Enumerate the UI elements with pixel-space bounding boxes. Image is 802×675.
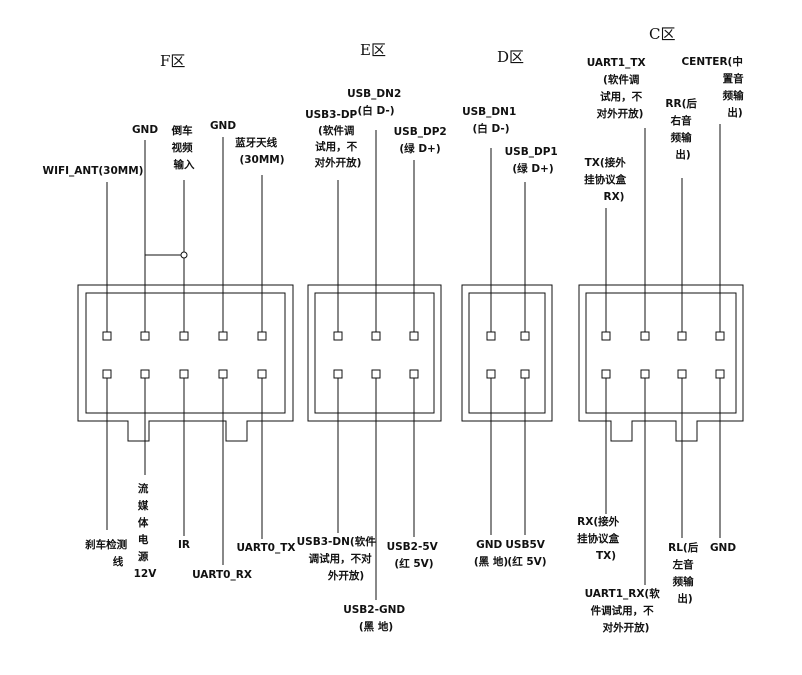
pin-label-e-usb3-dp: USB3-DP (软件调 试用，不 对外开放)	[305, 109, 361, 169]
pin-label-d-gnd: GND (黑 地)	[474, 539, 508, 568]
pin	[409, 369, 419, 379]
pin	[218, 369, 228, 379]
connector-c	[578, 284, 744, 442]
connector-e	[307, 284, 442, 422]
pin-label-f-reverse-video: 倒车 视频 输入	[171, 124, 197, 171]
pin-label-c-rx: RX(接外 挂协议盒 TX)	[577, 515, 623, 562]
pin	[257, 331, 267, 341]
pin-label-f-ir: IR	[178, 539, 190, 551]
pin-label-c-tx: TX(接外 挂协议盒 RX)	[584, 156, 630, 203]
pin-label-c-uart1-tx: UART1_TX (软件调 试用，不 对外开放)	[587, 57, 650, 120]
zone-title-d: D区	[497, 48, 524, 66]
pins-d	[486, 331, 530, 379]
pin	[677, 331, 687, 341]
zone-title-c: C区	[649, 25, 675, 43]
pin-label-f-wifi-ant: WIFI_ANT(30MM)	[42, 165, 143, 177]
pin-label-f-brake-detect: 刹车检测 线	[85, 538, 131, 568]
leader-lines	[106, 124, 721, 600]
connector-f	[77, 284, 294, 442]
pin	[520, 369, 530, 379]
pin	[409, 331, 419, 341]
junction-dot	[180, 251, 188, 259]
pin	[640, 331, 650, 341]
pin-label-e-usb3-dn: USB3-DN(软件 调试用，不对 外开放)	[297, 535, 380, 582]
pins-f	[102, 331, 267, 379]
pin-label-e-usb-dp2: USB_DP2 (绿 D+)	[394, 126, 451, 155]
pin-label-e-usb2-gnd: USB2-GND (黑 地)	[343, 604, 409, 633]
pin-label-c-center: CENTER(中 置音 频输 出)	[681, 55, 747, 119]
pin-label-e-usb2-5v: USB2-5V (红 5V)	[387, 541, 442, 570]
pin-label-c-uart1-rx: UART1_RX(软 件调试用，不 对外开放)	[585, 587, 664, 634]
pin	[333, 331, 343, 341]
pin	[257, 369, 267, 379]
pin-label-d-usb-dp1: USB_DP1 (绿 D+)	[505, 146, 562, 175]
pin-label-c-rl: RL(后 左音 频输 出)	[668, 541, 702, 605]
pin	[715, 369, 725, 379]
pin	[486, 331, 496, 341]
pin	[140, 331, 150, 341]
pin	[371, 331, 381, 341]
pin-label-f-uart0-rx: UART0_RX	[192, 569, 252, 581]
pin	[371, 369, 381, 379]
pin	[179, 369, 189, 379]
pin-label-f-bluetooth-antenna: 蓝牙天线 (30MM)	[235, 136, 284, 166]
pin-label-d-usb5v: USB5V (红 5V)	[505, 539, 548, 568]
pin-label-e-usb-dn2: USB_DN2 (白 D-)	[347, 88, 405, 117]
connector-d	[461, 284, 553, 422]
pin	[140, 369, 150, 379]
pin	[640, 369, 650, 379]
pin	[715, 331, 725, 341]
pin	[102, 369, 112, 379]
pin-label-c-rr: RR(后 右音 频输 出)	[665, 97, 700, 161]
pin	[333, 369, 343, 379]
zone-title-e: E区	[360, 41, 386, 59]
pins-e	[333, 331, 419, 379]
pin	[601, 369, 611, 379]
pin	[218, 331, 228, 341]
pins-c	[601, 331, 725, 379]
pin-label-f-uart0-tx: UART0_TX	[237, 542, 296, 554]
pin-label-f-gnd-2: GND	[210, 120, 236, 132]
pin-label-d-usb-dn1: USB_DN1 (白 D-)	[462, 106, 520, 135]
zone-title-f: F区	[160, 52, 185, 70]
pin	[601, 331, 611, 341]
pin	[179, 331, 189, 341]
pin	[677, 369, 687, 379]
pin	[486, 369, 496, 379]
pin-label-f-gnd: GND	[132, 124, 158, 136]
pin	[520, 331, 530, 341]
pin-label-f-media-power: 流 媒 体 电 源 12V	[134, 482, 158, 580]
pin-label-c-gnd: GND	[710, 542, 736, 554]
pin	[102, 331, 112, 341]
